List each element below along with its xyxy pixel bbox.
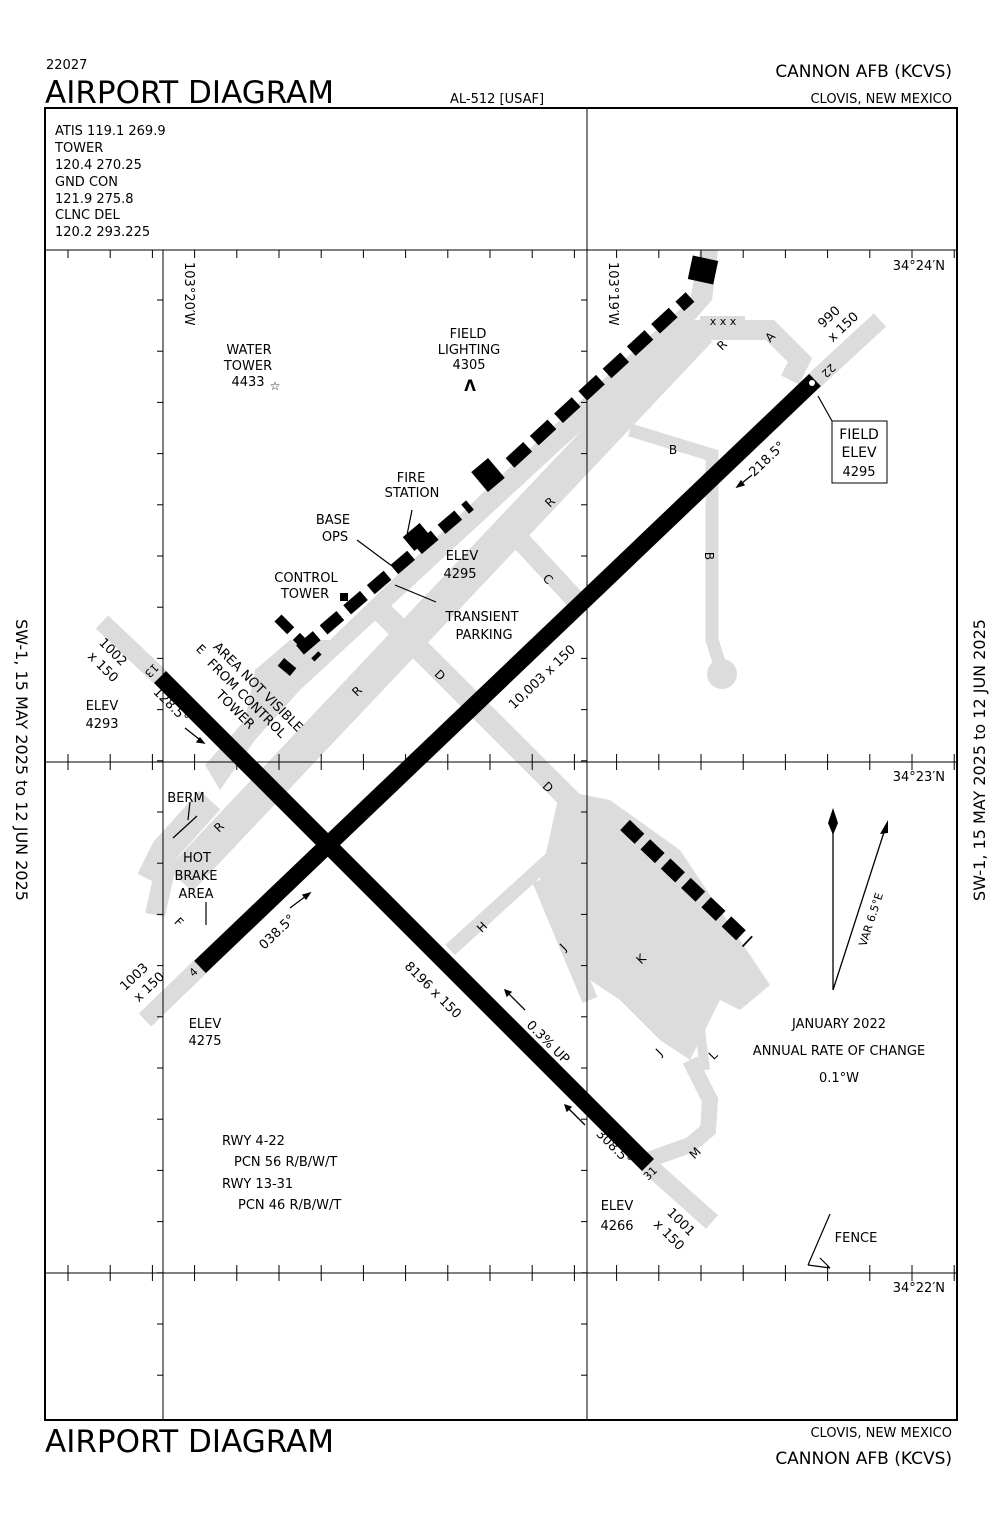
field-lighting-elev: 4305	[452, 358, 485, 373]
lon-west-label: 103°20′W	[181, 262, 196, 326]
buildings	[274, 255, 753, 948]
pcn-rwy-label: RWY 13-31	[222, 1177, 293, 1192]
freq-tower-label: TOWER	[54, 141, 103, 156]
base-ops-label: OPS	[322, 530, 348, 545]
pcn-rwy-label: RWY 4-22	[222, 1134, 285, 1149]
freq-gnd-label: GND CON	[55, 175, 118, 190]
rwy-13-elev-value: 4293	[85, 717, 118, 732]
water-tower-icon: ☆	[270, 379, 281, 393]
heading-arrows	[184, 474, 753, 1126]
field-elev-point	[809, 380, 815, 386]
lat-top-label: 34°24′N	[893, 259, 945, 274]
taxiway-label-b: B	[669, 443, 677, 457]
footer-location: CLOVIS, NEW MEXICO	[810, 1426, 952, 1441]
taxiway-label-f: F	[171, 915, 186, 930]
true-north-icon	[828, 808, 838, 835]
taxiway-label-e: E	[193, 642, 208, 657]
airport-location: CLOVIS, NEW MEXICO	[810, 92, 952, 107]
pcn-info: RWY 4-22 PCN 56 R/B/W/T RWY 13-31 PCN 46…	[222, 1134, 341, 1213]
hot-brake-label: AREA	[178, 887, 213, 902]
control-tower-icon	[340, 593, 348, 601]
validity-right: SW-1, 15 MAY 2025 to 12 JUN 2025	[970, 619, 989, 901]
taxiway-label-j: J	[652, 1046, 665, 1059]
transient-parking-label: PARKING	[455, 628, 512, 643]
field-lighting-label: FIELD	[450, 327, 487, 342]
magvar-date: JANUARY 2022	[791, 1017, 886, 1032]
hot-brake-label: BRAKE	[174, 869, 217, 884]
freq-clnc: 120.2 293.225	[55, 225, 150, 240]
leader-arrows	[172, 395, 833, 1269]
frame	[44, 107, 958, 1421]
freq-tower: 120.4 270.25	[55, 158, 142, 173]
berm-label: BERM	[167, 791, 204, 806]
control-tower-label: CONTROL	[274, 571, 338, 586]
runway-13-31	[153, 670, 655, 1172]
lon-east-label: 103°19′W	[605, 262, 620, 326]
freq-gnd: 121.9 275.8	[55, 192, 134, 207]
field-lighting-label: LIGHTING	[438, 343, 501, 358]
page-title: AIRPORT DIAGRAM	[45, 75, 334, 111]
fire-station-label: STATION	[385, 486, 440, 501]
fence-label: FENCE	[835, 1231, 878, 1246]
freq-atis: ATIS 119.1 269.9	[55, 124, 166, 139]
landmark-labels: WATER TOWER 4433 FIELD LIGHTING 4305 FIR…	[167, 327, 877, 1246]
footer-title: AIRPORT DIAGRAM	[45, 1424, 334, 1460]
rwy-31-elev-label: ELEV	[601, 1199, 634, 1214]
lat-mid-label: 34°23′N	[893, 770, 945, 785]
water-tower-label: WATER	[226, 343, 271, 358]
hot-brake-label: HOT	[183, 851, 211, 866]
water-tower-elev: 4433	[231, 375, 264, 390]
magvar-rate: 0.1°W	[819, 1071, 859, 1086]
pcn-value: PCN 46 R/B/W/T	[238, 1198, 341, 1213]
field-elev-value: 4295	[842, 465, 875, 480]
field-elev-label: ELEV	[841, 445, 876, 461]
transient-parking-label: TRANSIENT	[444, 610, 518, 625]
apron-elev-value: 4295	[443, 567, 476, 582]
magnetic-north-arrow	[880, 820, 888, 834]
field-lighting-icon: ᐱ	[464, 377, 476, 395]
airport-name: CANNON AFB (KCVS)	[775, 62, 952, 82]
obstruction-marks: x x x	[710, 315, 737, 328]
chart-number: 22027	[46, 58, 87, 73]
frequency-box: ATIS 119.1 269.9 TOWER 120.4 270.25 GND …	[54, 124, 166, 240]
validity-left: SW-1, 15 MAY 2025 to 12 JUN 2025	[12, 619, 31, 901]
control-tower-label: TOWER	[280, 587, 329, 602]
rwy-13-elev-label: ELEV	[86, 699, 119, 714]
water-tower-label: TOWER	[223, 359, 272, 374]
field-elev-box	[831, 420, 888, 484]
lat-bottom-label: 34°22′N	[893, 1281, 945, 1296]
runway-4-22	[194, 373, 821, 974]
rwy-4-elev-value: 4275	[188, 1034, 221, 1049]
base-ops-label: BASE	[316, 513, 350, 528]
procedure-id: AL-512 [USAF]	[450, 92, 544, 107]
fire-station-label: FIRE	[397, 471, 426, 486]
apron-elev-label: ELEV	[446, 549, 479, 564]
taxiway-label-b: B	[702, 552, 716, 560]
freq-clnc-label: CLNC DEL	[55, 208, 120, 223]
magnetic-variation: VAR 6.5°E JANUARY 2022 ANNUAL RATE OF CH…	[753, 808, 925, 1086]
rwy-31-elev-value: 4266	[600, 1219, 633, 1234]
rwy-4-elev-label: ELEV	[189, 1017, 222, 1032]
magvar-rate-label: ANNUAL RATE OF CHANGE	[753, 1044, 925, 1059]
field-elev-label: FIELD	[839, 427, 879, 443]
footer-airport-name: CANNON AFB (KCVS)	[775, 1449, 952, 1469]
magvar-label: VAR 6.5°E	[856, 891, 886, 948]
pcn-value: PCN 56 R/B/W/T	[234, 1155, 337, 1170]
grid-ticks	[67, 250, 955, 1376]
